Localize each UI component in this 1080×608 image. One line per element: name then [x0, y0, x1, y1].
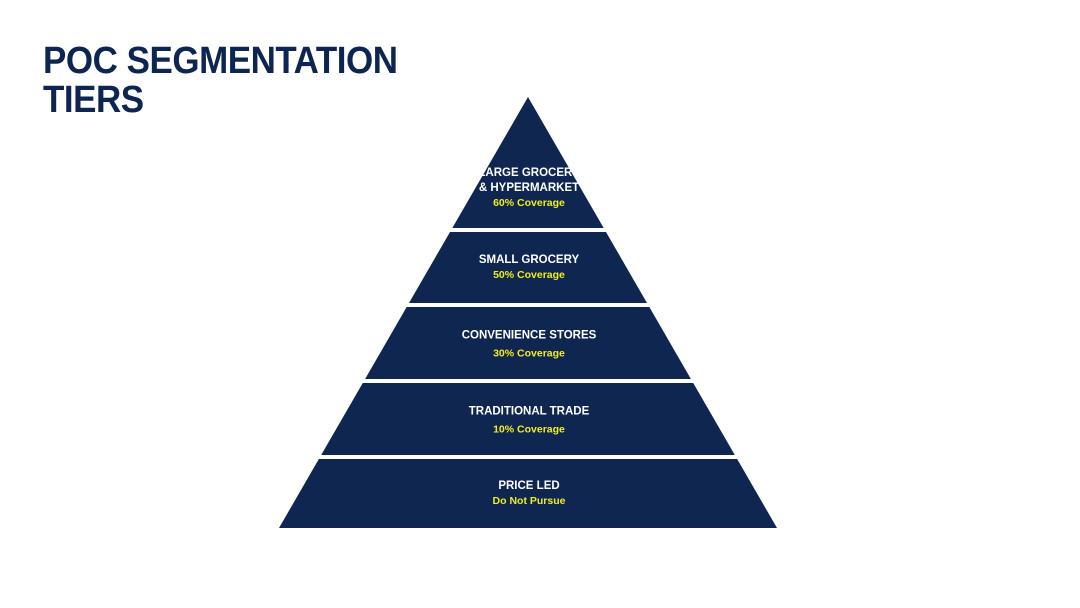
slide-title-line-1: POC SEGMENTATION [43, 40, 398, 82]
tier-coverage: 10% Coverage [493, 424, 565, 436]
pyramid-tier: LARGE GROCERY & HYPERMARKET 60% Coverage [452, 97, 604, 228]
tier-coverage: 30% Coverage [493, 348, 565, 360]
tier-coverage: 60% Coverage [493, 197, 565, 209]
pyramid-tier-shape [408, 232, 648, 303]
pyramid-tier-shape [365, 307, 691, 379]
tier-label: CONVENIENCE STORES [462, 330, 597, 342]
tier-label: PRICE LED [498, 480, 559, 492]
pyramid-tier-shape [279, 459, 777, 528]
slide-title-line-2: TIERS [43, 79, 144, 121]
pyramid-tier: CONVENIENCE STORES 30% Coverage [365, 307, 691, 379]
slide-title: POC SEGMENTATION TIERS [43, 42, 398, 120]
tier-label: TRADITIONAL TRADE [469, 406, 590, 418]
pyramid-tier-shape [452, 97, 604, 228]
tier-label: SMALL GROCERY [479, 254, 580, 266]
pyramid-tier: SMALL GROCERY 50% Coverage [408, 232, 648, 303]
tier-label: & HYPERMARKET [479, 182, 579, 194]
pyramid-tier: TRADITIONAL TRADE 10% Coverage [321, 383, 735, 455]
tier-coverage: Do Not Pursue [493, 495, 566, 507]
pyramid-tier: PRICE LED Do Not Pursue [279, 459, 777, 528]
pyramid-tier-shape [321, 383, 735, 455]
tier-coverage: 50% Coverage [493, 269, 565, 281]
tier-label: LARGE GROCERY [478, 167, 579, 179]
